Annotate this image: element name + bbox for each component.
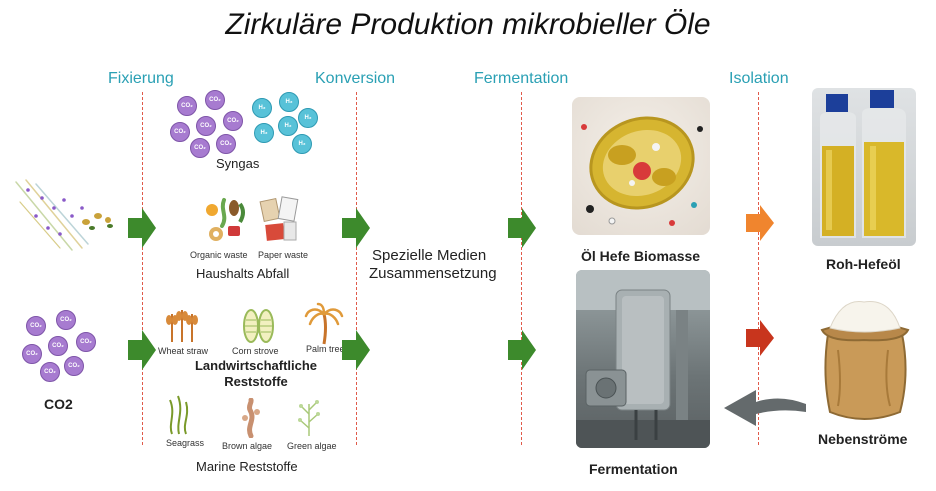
stage-label-konversion: Konversion [315,70,396,87]
marine-reststoffe-label: Marine Reststoffe [196,459,298,474]
h2-molecule-icon: H₂ [252,98,272,118]
co2-molecule-icon: CO₂ [22,344,42,364]
green-algae-label: Green algae [287,441,337,451]
orange-arrow-icon [746,205,774,241]
green-arrow-icon [342,330,370,370]
green-arrow-icon [128,208,156,248]
green-arrow-icon [508,208,536,248]
zusammensetzung-label: Zusammensetzung [369,265,497,282]
seagrass-icon [169,395,189,435]
yeast-biomass-image [572,97,710,235]
co2-label: CO2 [44,396,73,412]
co2-molecule-icon: CO₂ [76,332,96,352]
fermenter-image [576,270,710,448]
palm-tree-label: Palm tree [306,344,345,354]
h2-molecule-icon: H₂ [254,123,274,143]
co2-molecule-icon: CO₂ [216,134,236,154]
wheat-straw-icon [166,310,198,342]
landwirtschaftliche-label: Landwirtschaftliche [194,358,318,373]
h2-molecule-icon: H₂ [292,134,312,154]
oel-hefe-biomasse-label: Öl Hefe Biomasse [581,248,701,264]
divider-konversion [356,92,357,445]
plant-cells-illustration [15,179,113,251]
co2-molecule-icon: CO₂ [56,310,76,330]
divider-isolation [758,92,759,445]
co2-molecule-icon: CO₂ [190,138,210,158]
organic-waste-label: Organic waste [190,250,248,260]
green-algae-icon [298,400,320,436]
co2-molecules: CO₂ CO₂ CO₂ CO₂ CO₂ CO₂ CO₂ [22,310,102,382]
stage-label-isolation: Isolation [729,70,789,87]
paper-waste-label: Paper waste [258,250,309,260]
corn-strove-label: Corn strove [232,346,279,356]
spezielle-medien-label: Spezielle Medien [372,247,487,264]
seagrass-label: Seagrass [166,438,205,448]
organic-waste-icon [206,198,245,241]
co2-molecule-icon: CO₂ [170,122,190,142]
h2-molecule-icon: H₂ [298,108,318,128]
nebenstroeme-label: Nebenströme [818,431,908,447]
fermentation-label: Fermentation [589,461,678,477]
grey-return-arrow-icon [724,390,806,426]
reststoffe-label: Reststoffe [224,374,288,389]
h2-molecule-icon: H₂ [279,92,299,112]
co2-molecule-icon: CO₂ [26,316,46,336]
divider-fermentation [521,92,522,445]
page-title: Zirkuläre Produktion mikrobieller Öle [225,8,711,41]
corn-icon [243,309,274,343]
syngas-molecules: CO₂ CO₂ CO₂ CO₂ CO₂ CO₂ CO₂ H₂ H₂ H₂ H₂ … [168,90,318,158]
paper-waste-icon [259,196,299,241]
green-arrow-icon [128,330,156,370]
co2-molecule-icon: CO₂ [205,90,225,110]
stage-label-fixierung: Fixierung [108,70,174,87]
co2-molecule-icon: CO₂ [64,356,84,376]
palm-tree-icon [304,302,344,345]
co2-molecule-icon: CO₂ [177,96,197,116]
haushalts-abfall-label: Haushalts Abfall [196,266,290,281]
h2-molecule-icon: H₂ [278,116,298,136]
wheat-straw-label: Wheat straw [158,346,209,356]
brown-algae-label: Brown algae [222,441,273,451]
yeast-oil-bottles-image [812,88,916,246]
co2-molecule-icon: CO₂ [223,111,243,131]
byproduct-sack-image [820,301,910,420]
red-arrow-icon [746,320,774,356]
co2-molecule-icon: CO₂ [196,116,216,136]
co2-molecule-icon: CO₂ [40,362,60,382]
brown-algae-icon [242,398,260,438]
co2-molecule-icon: CO₂ [48,336,68,356]
green-arrow-icon [508,330,536,370]
green-arrow-icon [342,208,370,248]
stage-label-fermentation: Fermentation [474,70,569,87]
roh-hefeoel-label: Roh-Hefeöl [826,256,901,272]
divider-fixierung [142,92,143,445]
syngas-label: Syngas [216,156,260,171]
